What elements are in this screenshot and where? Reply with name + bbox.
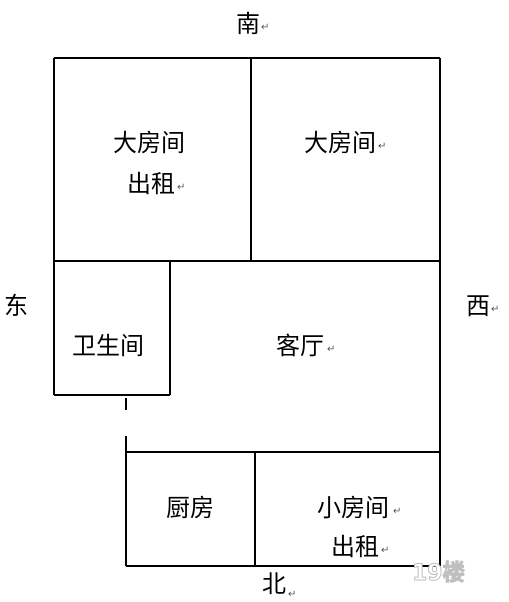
compass-east-label: 东 [4, 292, 28, 320]
compass-south-label: 南 [236, 10, 260, 38]
compass-north-label: 北 [262, 570, 286, 598]
return-mark: ↵ [177, 182, 185, 193]
room-big-room-rent-line2: 出租 [127, 170, 175, 198]
return-mark: ↵ [288, 589, 296, 600]
room-living-room-label: 客厅 [276, 332, 324, 360]
room-big-room-line1: 大房间 [304, 129, 376, 157]
room-kitchen-label: 厨房 [166, 494, 214, 522]
room-bathroom-label: 卫生间 [72, 332, 144, 360]
return-mark: ↵ [393, 506, 401, 517]
return-mark: ↵ [327, 344, 335, 355]
return-mark: ↵ [491, 304, 499, 315]
compass-west-label: 西 [466, 292, 490, 320]
watermark-logo-text: 19楼 [412, 561, 465, 586]
room-small-room-rent-line2: 出租 [331, 533, 379, 561]
room-small-room-rent-line1: 小房间 [317, 494, 389, 522]
return-mark: ↵ [378, 141, 386, 152]
return-mark: ↵ [261, 22, 269, 33]
watermark-logo: 19楼 [412, 561, 466, 587]
return-mark: ↵ [381, 545, 389, 556]
walls [53, 57, 441, 567]
room-big-room-rent-line1: 大房间 [113, 129, 185, 157]
